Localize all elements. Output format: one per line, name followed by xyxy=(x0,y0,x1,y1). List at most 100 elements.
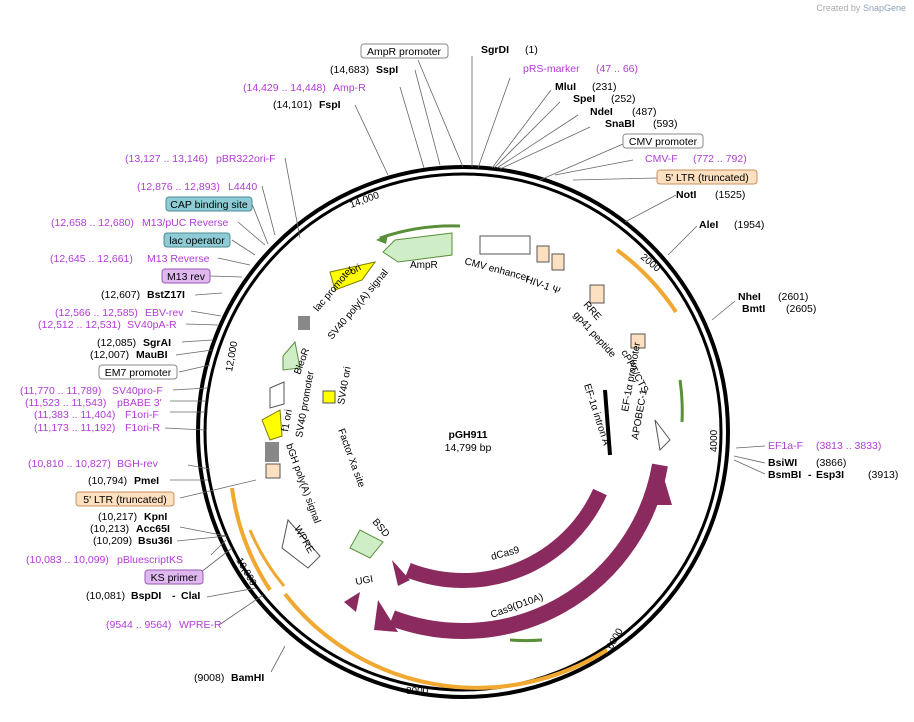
site-fspi-name: FspI xyxy=(319,99,341,111)
site-snabi-name: SnaBI xyxy=(605,118,635,130)
primer-pbabe3-pos: (11,523 .. 11,543) xyxy=(25,397,106,409)
site-kpni-pos: (10,217) xyxy=(98,511,137,523)
ori-feature xyxy=(329,261,377,291)
primer-bgh-rev-name: BGH-rev xyxy=(117,458,159,470)
site-fspi-pos: (14,101) xyxy=(273,99,312,111)
site-bstz17i-pos: (12,607) xyxy=(101,289,140,301)
wpre-arc xyxy=(248,529,286,587)
feat-factor-xa: Factor Xa site xyxy=(335,427,367,489)
site-nhei-name: NheI xyxy=(738,291,761,303)
feat-cmv-enhancer: CMV enhancer xyxy=(463,256,531,284)
site-pmei-name: PmeI xyxy=(134,475,159,487)
primer-amp-r-name: Amp-R xyxy=(333,82,366,94)
site-spei-pos: (252) xyxy=(611,93,636,105)
plasmid-name: pGH911 xyxy=(448,429,487,441)
box-em7-promoter-label: EM7 promoter xyxy=(105,367,172,379)
primer-sv40pa-r-pos: (12,512 .. 12,531) xyxy=(38,319,121,331)
box-m13-rev-label: M13 rev xyxy=(167,271,206,283)
primer-m13-puc-reverse-pos: (12,658 .. 12,680) xyxy=(51,217,134,229)
site-dash-1: - xyxy=(808,469,812,481)
bottom-green-arrow xyxy=(509,638,543,643)
ltr-arc-bottom xyxy=(283,592,609,690)
site-spei-name: SpeI xyxy=(573,93,595,105)
primer-f1ori-r-pos: (11,173 .. 11,192) xyxy=(34,422,115,434)
primer-cmv-f-name: CMV-F xyxy=(645,153,678,165)
hiv-psi-feature-1 xyxy=(536,245,550,263)
site-pmei-pos: (10,794) xyxy=(88,475,127,487)
site-noti-name: NotI xyxy=(676,189,696,201)
lac-promoter-feature xyxy=(298,316,310,330)
site-bstz17i-name: BstZ17I xyxy=(147,289,185,301)
tick-12000: 12,000 xyxy=(224,340,240,372)
site-snabi-pos: (593) xyxy=(653,118,678,130)
feat-f1-ori: f1 ori xyxy=(280,409,295,433)
tick-4000: 4000 xyxy=(709,429,720,452)
ef1a-intron-arrow xyxy=(603,389,612,456)
wpre-feature xyxy=(281,518,321,569)
box-ltr-truncated-top-label: 5' LTR (truncated) xyxy=(665,172,749,184)
site-dash-2: - xyxy=(172,590,176,602)
site-bspdi-pos: (10,081) xyxy=(86,590,125,602)
site-sgrdi-name: SgrDI xyxy=(481,44,509,56)
site-esp3i-name: Esp3I xyxy=(816,469,844,481)
site-nhei-pos: (2601) xyxy=(778,291,808,303)
primer-ebv-rev-name: EBV-rev xyxy=(145,307,184,319)
primer-f1ori-f-name: F1ori-F xyxy=(125,409,159,421)
site-bsiwi-name: BsiWI xyxy=(768,457,797,469)
site-bsmbi-name: BsmBI xyxy=(768,469,801,481)
cmv-enhancer-feature xyxy=(479,235,531,255)
primer-ef1a-f-pos: (3813 .. 3833) xyxy=(816,440,881,452)
dcas9-arc xyxy=(405,488,607,588)
site-sgrai-pos: (12,085) xyxy=(97,337,136,349)
hiv-psi-feature-2 xyxy=(551,253,565,271)
f1-ori-feature xyxy=(261,409,283,441)
feat-ori: ori xyxy=(348,263,363,278)
box-lac-operator xyxy=(163,232,231,248)
feat-dcas9: dCas9 xyxy=(490,545,521,563)
box-ltr-truncated-left-label: 5' LTR (truncated) xyxy=(83,494,167,506)
box-ltr-truncated-left xyxy=(75,491,175,507)
box-ampr-promoter xyxy=(360,43,449,59)
feat-ugi: UGI xyxy=(355,574,374,588)
dcas9-arrowhead xyxy=(392,560,410,586)
site-ndei-pos: (487) xyxy=(632,106,657,118)
plasmid-length: 14,799 bp xyxy=(445,442,492,454)
rre-feature xyxy=(589,284,605,304)
site-clai-name: ClaI xyxy=(181,590,200,602)
site-acc65i-pos: (10,213) xyxy=(90,523,129,535)
primer-amp-r-pos: (14,429 .. 14,448) xyxy=(243,82,326,94)
site-bsiwi-pos: (3866) xyxy=(816,457,846,469)
site-sgrdi-pos: (1) xyxy=(525,44,538,56)
box-cmv-promoter-label: CMV promoter xyxy=(629,136,698,148)
ltr-small-feature xyxy=(265,463,281,479)
tick-6000: 6000 xyxy=(605,626,626,651)
apobec-arrow xyxy=(650,465,672,505)
site-bsu36i-pos: (10,209) xyxy=(93,535,132,547)
primer-l4440-name: L4440 xyxy=(228,181,257,193)
ef1a-promoter-arrow xyxy=(654,419,671,452)
ampr-outer-arrowhead xyxy=(376,234,388,244)
site-maubi-name: MauBI xyxy=(136,349,168,361)
ugi-arrow xyxy=(344,592,360,612)
em7-promoter-feature xyxy=(269,381,285,409)
box-m13-rev xyxy=(161,268,211,284)
site-sspi-name: SspI xyxy=(376,64,398,76)
site-bamhi-name: BamHI xyxy=(231,672,264,684)
feat-ampr: AmpR xyxy=(410,260,438,271)
box-ks-primer-label: KS primer xyxy=(151,572,198,584)
cas9-arrowhead xyxy=(374,600,398,632)
primer-prs-marker-pos: (47 .. 66) xyxy=(596,63,638,75)
box-lac-operator-label: lac operator xyxy=(169,235,225,247)
leader-lines xyxy=(164,56,766,673)
ltr-arc-right xyxy=(615,248,678,314)
site-bmti-name: BmtI xyxy=(742,303,765,315)
bsd-feature xyxy=(349,529,384,559)
site-kpni-name: KpnI xyxy=(144,511,167,523)
tick-8000: 8000 xyxy=(406,686,429,697)
primer-ef1a-f-name: EF1a-F xyxy=(768,440,803,452)
box-cmv-promoter xyxy=(622,133,704,149)
feat-sv40-ori: SV40 ori xyxy=(336,366,353,406)
primer-ebv-rev-pos: (12,566 .. 12,585) xyxy=(55,307,138,319)
site-bmti-pos: (2605) xyxy=(786,303,816,315)
